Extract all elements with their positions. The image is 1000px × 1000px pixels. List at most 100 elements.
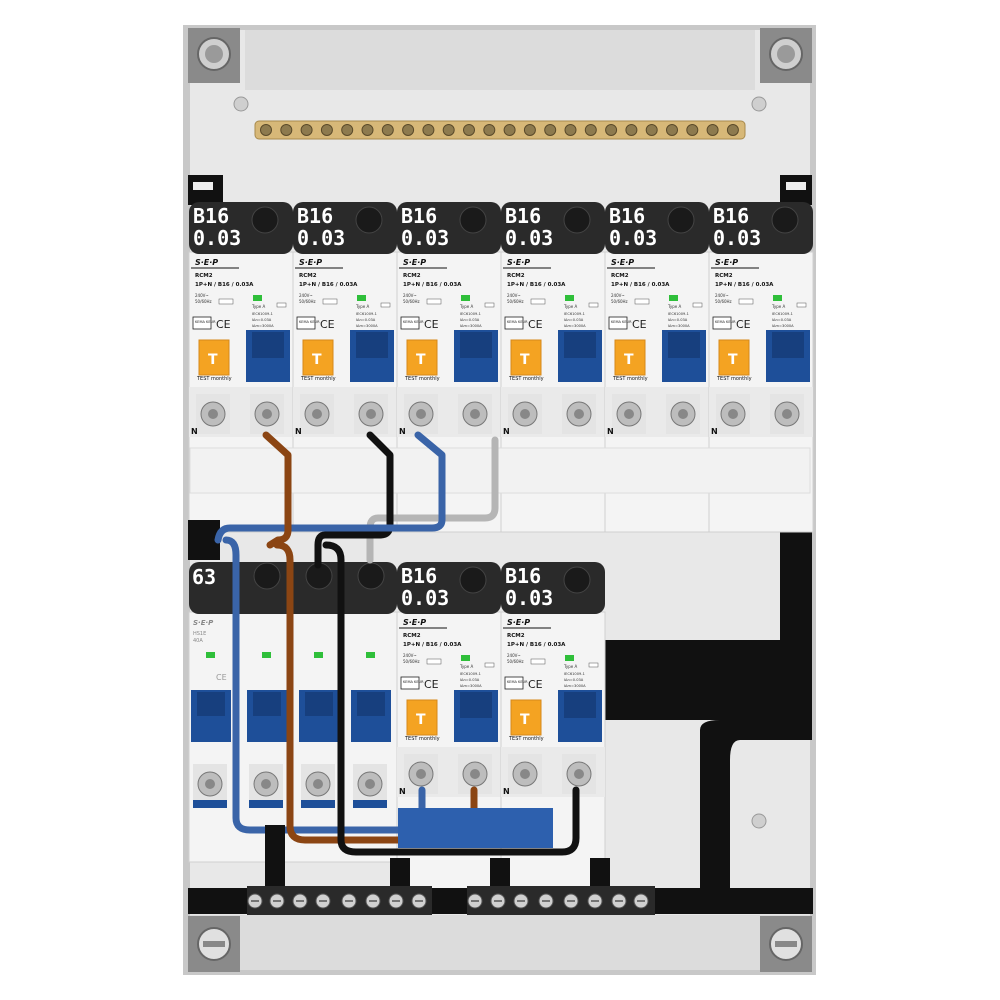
rating-box xyxy=(738,298,754,305)
brand-logo: S·E·P xyxy=(507,618,530,627)
cap-screw xyxy=(459,566,487,594)
ce-mark: CE xyxy=(528,318,543,331)
rcbo-sensitivity: 0.03 xyxy=(505,586,553,610)
test-button[interactable] xyxy=(614,339,646,376)
rcbo-idn: IΔn=0.03A xyxy=(460,678,480,682)
ce-mark: CE xyxy=(424,318,439,331)
type-symbol xyxy=(796,302,807,308)
toggle-lever xyxy=(252,332,284,358)
rcbo-voltage: 240V~ xyxy=(403,293,417,298)
neutral-bar-lower xyxy=(700,720,812,890)
rcbo-model: RCM2 xyxy=(403,273,421,279)
rcbo-icn: IΔm=3000A xyxy=(564,684,586,688)
rcbo-standard: IEC61009-1 xyxy=(460,312,481,316)
status-indicator xyxy=(565,655,574,661)
status-indicator xyxy=(253,295,262,301)
toggle-lever xyxy=(564,692,596,718)
mount-screw xyxy=(233,96,249,112)
wire-blue-top xyxy=(214,431,446,544)
terminal-screw-head xyxy=(574,769,584,779)
test-label: TEST monthly xyxy=(612,376,648,382)
busbar-screw xyxy=(666,124,678,136)
test-button[interactable] xyxy=(198,339,230,376)
kema-mark xyxy=(400,676,420,690)
terminal-screw-head xyxy=(470,769,480,779)
rcbo-freq: 50/60Hz xyxy=(507,659,524,664)
toggle-lever xyxy=(356,332,388,358)
test-button[interactable] xyxy=(510,339,542,376)
main-switch-model: HS1E xyxy=(193,631,206,637)
cap-screw xyxy=(563,206,591,234)
mount-screw xyxy=(751,96,767,112)
test-button[interactable] xyxy=(406,699,438,736)
cap-screw xyxy=(771,206,799,234)
corner-screw-top-right xyxy=(760,28,812,83)
busbar-screw xyxy=(463,124,475,136)
neutral-label: N xyxy=(711,427,718,436)
main-switch-ce: CE xyxy=(216,673,227,682)
busbar-screw xyxy=(320,124,333,136)
kema-mark xyxy=(504,316,524,330)
rcbo-standard: IEC61009-1 xyxy=(460,672,481,676)
test-button[interactable] xyxy=(302,339,334,376)
kema-text: KEMA KEUR xyxy=(299,320,320,324)
corner-screw-bottom-right xyxy=(760,916,812,972)
kema-mark xyxy=(192,316,212,330)
busbar-screw xyxy=(280,124,293,136)
terminal-insert xyxy=(249,800,283,808)
test-label: TEST monthly xyxy=(508,376,544,382)
rcbo-sensitivity: 0.03 xyxy=(401,226,449,250)
neutral-link xyxy=(398,808,553,848)
rcbo-freq: 50/60Hz xyxy=(195,299,212,304)
rcbo-standard: IEC61009-1 xyxy=(564,312,585,316)
busbar-screw xyxy=(706,124,719,136)
neutral-busbar xyxy=(188,825,813,916)
rcbo-rating: B16 xyxy=(505,564,541,588)
rating-box xyxy=(322,298,338,305)
pole-indicator xyxy=(262,652,271,658)
rcbo-spec: 1P+N / B16 / 0.03A xyxy=(195,282,254,288)
test-button[interactable] xyxy=(406,339,438,376)
rcbo-sensitivity: 0.03 xyxy=(505,226,553,250)
kema-text: KEMA KEUR xyxy=(195,320,216,324)
terminal-screw-head xyxy=(520,409,530,419)
neutral-label: N xyxy=(607,427,614,436)
rcbo-rating: B16 xyxy=(609,204,645,228)
busbar-screw xyxy=(584,124,597,136)
neutral-label: N xyxy=(503,427,510,436)
test-button-label: T xyxy=(416,712,426,728)
rcbo-icn: IΔm=3000A xyxy=(356,324,378,328)
test-button[interactable] xyxy=(510,699,542,736)
busbar-riser xyxy=(590,858,610,893)
type-symbol xyxy=(484,302,495,308)
rcbo-model: RCM2 xyxy=(195,273,213,279)
rcbo-spec: 1P+N / B16 / 0.03A xyxy=(403,282,462,288)
neutral-label: N xyxy=(399,787,406,796)
corner-screw-top-left xyxy=(188,28,240,83)
busbar-screw xyxy=(361,124,374,136)
kema-text: KEMA KEUR xyxy=(403,320,424,324)
test-button[interactable] xyxy=(718,339,750,376)
test-label: TEST monthly xyxy=(300,376,336,382)
rcbo-sensitivity: 0.03 xyxy=(297,226,345,250)
cap-screw xyxy=(355,206,383,234)
rcbo-standard: IEC61009-1 xyxy=(356,312,377,316)
terminal-screw-head xyxy=(574,409,584,419)
cap-screw xyxy=(253,562,281,590)
type-symbol xyxy=(380,302,391,308)
brand-logo: S·E·P xyxy=(403,618,426,627)
rcbo-model: RCM2 xyxy=(299,273,317,279)
rcbo-icn: IΔm=3000A xyxy=(460,324,482,328)
kema-mark xyxy=(296,316,316,330)
rcbo-freq: 50/60Hz xyxy=(611,299,628,304)
rcbo-rating: B16 xyxy=(297,204,333,228)
test-button-label: T xyxy=(520,352,530,368)
rcbo-idn: IΔn=0.03A xyxy=(252,318,272,322)
rcbo-spec: 1P+N / B16 / 0.03A xyxy=(299,282,358,288)
rcbo-voltage: 240V~ xyxy=(507,293,521,298)
kema-mark xyxy=(400,316,420,330)
pole-indicator xyxy=(314,652,323,658)
